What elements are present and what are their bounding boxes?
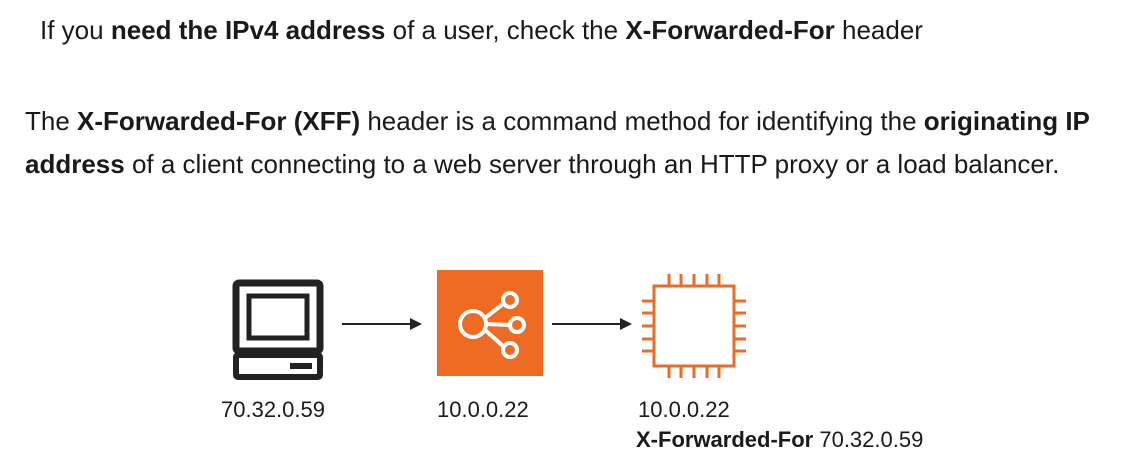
arrow-lb-to-server-icon — [552, 317, 632, 331]
paragraph-rest: of a client connecting to a web server t… — [124, 149, 1060, 179]
ec2-chip-icon — [638, 270, 750, 382]
paragraph-middle: header is a command method for identifyi… — [360, 106, 924, 136]
xff-header-value: 70.32.0.59 — [813, 427, 924, 452]
headline-suffix: header — [834, 15, 923, 45]
xff-header-label: X-Forwarded-For 70.32.0.59 — [636, 426, 923, 454]
xff-description-paragraph: The X-Forwarded-For (XFF) header is a co… — [25, 100, 1115, 186]
computer-icon — [232, 279, 324, 383]
headline: If you need the IPv4 address of a user, … — [40, 12, 923, 48]
xff-flow-diagram: 70.32.0.59 10.0.0.22 10.0.0.22 X-Forward… — [0, 262, 1131, 462]
headline-bold-ipv4: need the IPv4 address — [110, 15, 386, 45]
paragraph-bold-xff: X-Forwarded-For (XFF) — [77, 106, 361, 136]
load-balancer-ip-label: 10.0.0.22 — [437, 397, 529, 422]
xff-header-name: X-Forwarded-For — [636, 427, 814, 452]
arrow-client-to-lb-icon — [342, 317, 422, 331]
client-ip-label: 70.32.0.59 — [221, 397, 325, 422]
headline-prefix: If you — [40, 15, 111, 45]
paragraph-bold-originating-ip: originating IP address — [25, 106, 1090, 179]
headline-bold-xff: X-Forwarded-For — [625, 15, 835, 45]
server-ip-label: 10.0.0.22 — [638, 397, 730, 422]
load-balancer-icon — [437, 270, 543, 376]
paragraph-prefix: The — [25, 106, 78, 136]
headline-middle: of a user, check the — [385, 15, 626, 45]
